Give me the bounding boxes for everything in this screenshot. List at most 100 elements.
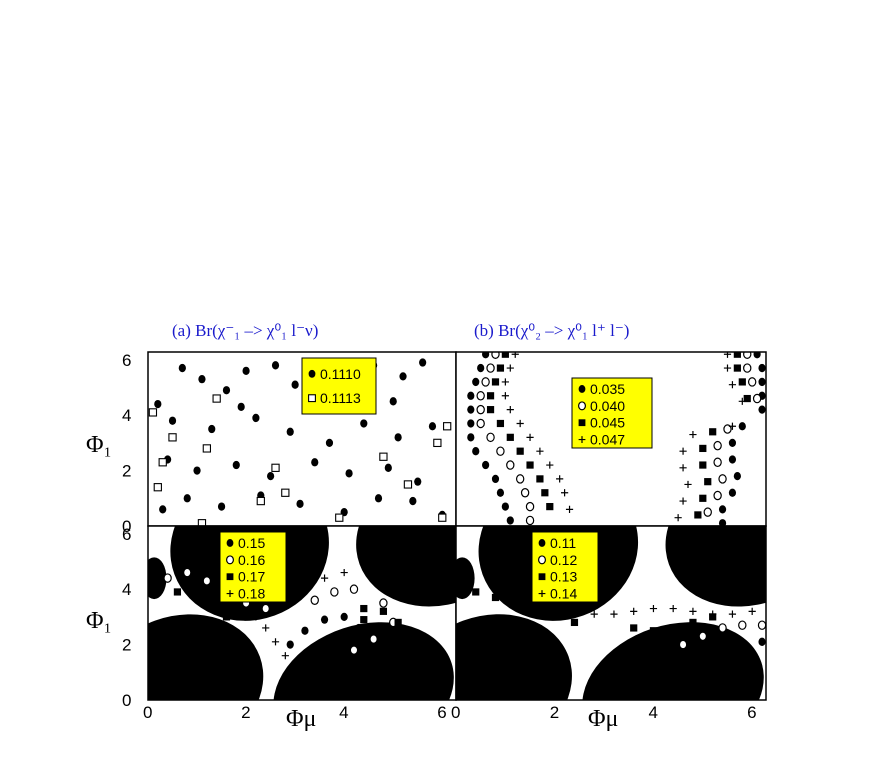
data-point: [718, 505, 727, 514]
data-point: [590, 610, 598, 618]
data-point: [531, 607, 539, 615]
data-point: [286, 427, 294, 436]
legend-label: 0.040: [590, 398, 625, 414]
data-point: [506, 460, 515, 470]
data-point: [491, 593, 500, 602]
data-point: [320, 615, 329, 624]
data-point: [370, 624, 378, 632]
legend-marker: [226, 590, 234, 597]
y-axis-label-text: Φ₁: [86, 432, 112, 458]
data-point: [501, 378, 509, 386]
data-point: [699, 444, 707, 453]
x-tick-label: 4: [339, 703, 348, 722]
series-1: [154, 358, 446, 520]
data-point: [438, 513, 447, 522]
data-point: [525, 501, 535, 512]
data-point: [728, 422, 737, 430]
data-point: [511, 352, 519, 358]
data-point: [758, 637, 766, 646]
data-point: [384, 463, 392, 472]
data-point: [689, 651, 697, 660]
data-point: [325, 438, 334, 448]
data-point: [467, 405, 475, 414]
data-point: [262, 624, 270, 632]
data-point: [758, 363, 766, 373]
data-point: [491, 474, 500, 484]
title-panel-a: (a) Br(χ⁻₁ –> χ⁰₁ l⁻ν): [172, 321, 318, 340]
data-point: [752, 393, 762, 404]
data-point: [699, 461, 707, 469]
data-point: [506, 433, 514, 441]
data-point: [168, 433, 177, 442]
legend-marker: [537, 555, 546, 565]
legend-label: 0.047: [590, 432, 625, 448]
data-point: [476, 404, 485, 415]
data-point: [349, 645, 359, 655]
legend-label: 0.045: [590, 415, 625, 431]
legend-box: [301, 357, 377, 415]
data-point: [467, 419, 475, 428]
data-point: [477, 363, 485, 373]
data-point: [237, 402, 245, 411]
y-axis-label-text: Φ₁: [86, 608, 112, 634]
y-tick-label: 0: [122, 691, 131, 710]
series-1: [467, 352, 766, 526]
data-point: [491, 352, 500, 359]
data-point: [491, 378, 500, 386]
data-point: [252, 413, 260, 423]
data-point: [301, 626, 309, 635]
data-point: [232, 460, 240, 470]
data-point: [723, 364, 732, 372]
data-point: [714, 645, 722, 655]
data-point: [526, 461, 534, 469]
data-point: [758, 405, 766, 414]
series-1: [286, 612, 363, 649]
data-point: [349, 584, 359, 594]
data-point: [733, 364, 741, 372]
data-point: [649, 627, 658, 635]
data-point: [159, 505, 167, 514]
data-point: [520, 488, 530, 498]
data-point: [738, 620, 747, 630]
data-point: [360, 560, 368, 568]
data-point: [747, 377, 757, 387]
data-point: [738, 378, 746, 386]
data-point: [541, 489, 549, 497]
data-point: [222, 386, 231, 395]
data-point: [267, 471, 275, 481]
data-point: [684, 480, 692, 489]
data-point: [476, 418, 485, 429]
data-point: [242, 366, 250, 375]
y-tick-label: 0: [122, 517, 131, 536]
data-point: [153, 483, 162, 492]
data-point: [389, 629, 397, 638]
data-point: [183, 567, 192, 578]
data-point: [271, 361, 280, 370]
data-point: [709, 610, 717, 618]
data-point: [482, 460, 490, 470]
data-point: [758, 377, 766, 387]
series-1: [689, 637, 766, 660]
data-point: [208, 602, 216, 610]
data-point: [679, 497, 687, 505]
data-point: [428, 422, 437, 431]
data-point: [281, 488, 290, 497]
data-point: [379, 452, 388, 461]
data-point: [158, 458, 167, 467]
series-3: [472, 588, 717, 635]
data-point: [689, 430, 697, 439]
x-tick-label: 2: [550, 703, 559, 722]
x-axis-label-right: Φμ: [588, 706, 618, 732]
data-point: [310, 595, 319, 605]
data-point: [476, 391, 485, 401]
legend-marker: [308, 394, 316, 403]
data-point: [433, 438, 442, 448]
data-point: [703, 507, 712, 517]
data-point: [256, 496, 265, 506]
data-point: [291, 380, 299, 389]
data-point: [472, 588, 480, 596]
data-point: [570, 618, 579, 627]
y-tick-label: 6: [122, 351, 131, 370]
data-point: [212, 394, 221, 403]
data-point: [728, 455, 737, 464]
